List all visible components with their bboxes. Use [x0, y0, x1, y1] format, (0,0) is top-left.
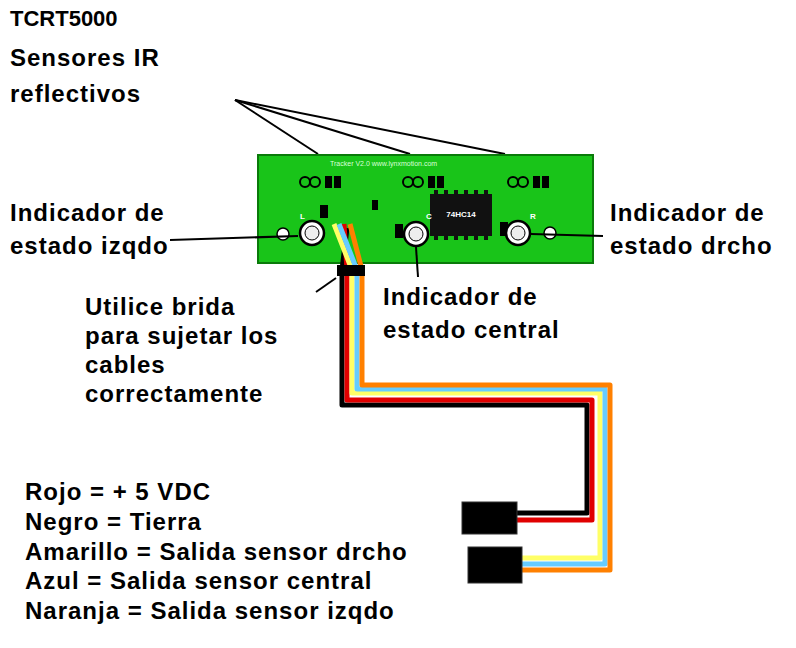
wire-color-key: Negro = Tierra	[25, 507, 202, 536]
note: Utilice brida para sujetar los cables co…	[85, 292, 288, 408]
leader-line	[235, 100, 410, 154]
leader-line	[531, 234, 603, 236]
wire-orange	[350, 224, 610, 570]
wire-color-key: Azul = Salida sensor central	[25, 566, 372, 595]
status-led	[404, 222, 428, 246]
led-letter: C	[426, 212, 432, 221]
servo-connector	[468, 547, 522, 583]
chip-marking: 74HC14	[446, 210, 475, 219]
wire-bundle	[334, 224, 610, 570]
callout-label: Sensores IR reflectivos	[10, 40, 200, 112]
leader-line	[170, 236, 298, 240]
wire-red	[344, 224, 592, 520]
callout-label: Indicador de estado central	[383, 280, 583, 346]
pcb-silkscreen: Tracker V2.0 www.lynxmotion.com	[330, 160, 437, 168]
wire-blue	[339, 224, 605, 564]
cable-tie	[337, 265, 365, 276]
callout-label: Indicador de estado izqdo	[10, 196, 210, 262]
wire-color-key: Rojo = + 5 VDC	[25, 477, 211, 506]
servo-connector	[462, 502, 517, 534]
led-letter: L	[300, 212, 305, 221]
mounting-hole	[277, 228, 289, 240]
title: TCRT5000	[10, 6, 118, 32]
ir-sensor	[300, 176, 341, 188]
callout-label: Indicador de estado drcho	[610, 196, 790, 262]
ir-sensor	[403, 176, 444, 188]
wire-black	[342, 228, 587, 513]
chip-pins	[434, 190, 488, 240]
mounting-hole	[544, 227, 556, 239]
leader-lines	[235, 100, 505, 154]
pcb-board	[258, 155, 593, 263]
status-led	[300, 221, 324, 245]
leader-line	[316, 278, 336, 292]
led-letter: R	[530, 212, 536, 221]
ir-sensor	[508, 176, 549, 188]
leader-line	[416, 247, 418, 277]
wire-color-key: Amarillo = Salida sensor drcho	[25, 537, 408, 566]
wire-color-key: Naranja = Salida sensor izqdo	[25, 596, 395, 625]
ic-chip	[430, 194, 492, 236]
leader-line	[235, 100, 505, 154]
status-led	[506, 221, 530, 245]
